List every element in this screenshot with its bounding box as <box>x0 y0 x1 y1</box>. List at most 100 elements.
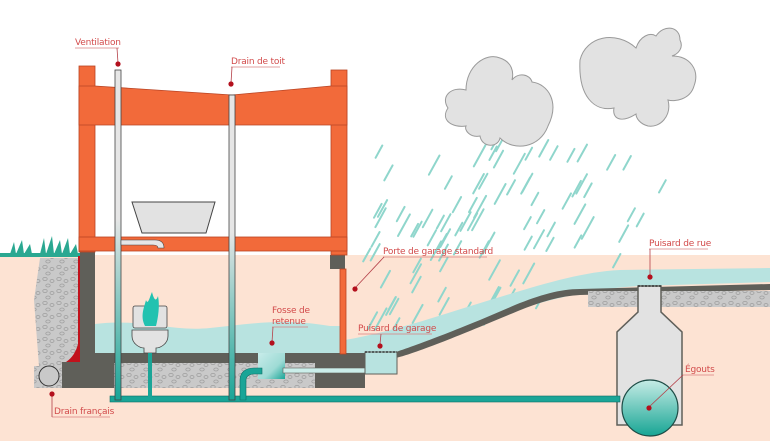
retention-pit <box>258 353 285 379</box>
rain-streak <box>374 144 384 159</box>
rain-streak <box>410 222 420 238</box>
rain-streak <box>435 214 445 230</box>
rain-streak <box>561 192 572 210</box>
rain-streak <box>362 247 372 263</box>
rain-streak <box>658 179 667 194</box>
rain-streak <box>452 240 463 256</box>
label-street-sump: Puisard de rue <box>647 239 712 280</box>
rain-streak <box>366 311 379 331</box>
label-ventilation: Ventilation <box>75 38 121 67</box>
svg-text:Fosse de: Fosse de <box>272 306 310 316</box>
footing-right <box>315 362 365 388</box>
rain-streak <box>412 257 422 274</box>
svg-text:Drain français: Drain français <box>54 407 115 417</box>
slab-gravel <box>112 362 317 388</box>
rain-streak <box>443 175 453 190</box>
french-drain-pipe <box>38 365 60 387</box>
rain-streak <box>373 307 388 332</box>
rain-streak <box>612 253 622 269</box>
garage-sump <box>364 351 398 375</box>
footing-left <box>62 362 114 388</box>
rain-streak <box>374 207 387 229</box>
svg-text:Égouts: Égouts <box>685 363 715 375</box>
rain-streak <box>387 296 397 312</box>
rain-streak <box>426 229 437 247</box>
rain-streak <box>533 229 545 250</box>
rain-streak <box>618 224 630 243</box>
rain-streak <box>379 269 391 289</box>
rain-streak <box>472 173 485 195</box>
roof-drain-pipe <box>228 94 236 401</box>
rain-streak <box>383 164 394 182</box>
rain-streak <box>522 262 536 285</box>
rain-streak <box>573 234 583 249</box>
toilet-bowl <box>131 329 169 354</box>
rain-streak <box>459 211 472 232</box>
cloud-left <box>444 56 554 147</box>
rain-streak <box>471 208 485 232</box>
label-roof-drain: Drain de toit <box>228 57 286 87</box>
rain-streak <box>373 202 383 219</box>
rain-streak <box>622 155 632 171</box>
rain-streak <box>481 231 496 255</box>
label-garage-door: Porte de garage standard <box>352 247 493 292</box>
rain-streak <box>576 143 588 163</box>
rain-streak <box>546 221 556 238</box>
toilet-drain <box>148 353 152 399</box>
rain-streak <box>575 173 588 195</box>
ventilation-pipe <box>114 69 122 401</box>
rain-streak <box>468 196 478 214</box>
svg-text:Puisard de rue: Puisard de rue <box>649 239 712 249</box>
rain-streak <box>493 183 507 205</box>
rain-streak <box>438 297 450 316</box>
label-garage-sump: Puisard de garage <box>358 324 437 349</box>
rain-streak <box>369 243 381 262</box>
rain-streak <box>506 179 516 196</box>
rain-streak <box>488 259 501 281</box>
pit-inlet-pipe <box>239 367 263 401</box>
exterior-gravel <box>34 258 80 380</box>
surface-water <box>345 268 770 356</box>
rain-streak <box>472 144 487 168</box>
rain-streak <box>376 199 389 218</box>
rain-streak <box>388 297 400 316</box>
rain-streak <box>512 152 526 175</box>
lateral-pipe <box>109 395 621 403</box>
rain-streak <box>566 147 576 163</box>
street-gravel <box>588 291 770 307</box>
rain-streak <box>545 236 555 252</box>
rain-streak <box>440 213 452 233</box>
rain-streak <box>549 145 559 161</box>
bathtub <box>131 201 216 234</box>
rain-streak <box>573 203 587 225</box>
rain-streak <box>524 146 534 161</box>
bathtub-drain <box>120 239 165 249</box>
label-sewer: Égouts <box>646 363 715 411</box>
svg-text:Porte de garage standard: Porte de garage standard <box>383 247 493 257</box>
rain-streak <box>521 172 534 193</box>
rain-streak <box>626 207 636 223</box>
rain-streak <box>530 191 540 207</box>
rain-streak <box>536 209 546 225</box>
rain-streak <box>523 216 532 231</box>
foundation-wall <box>80 252 95 362</box>
rain-streak <box>412 220 423 238</box>
rain-streak <box>437 286 447 303</box>
label-retention-pit: Fosse de retenue <box>269 306 311 346</box>
rain-streak <box>473 194 488 219</box>
rain-streak <box>409 263 422 285</box>
rain-streak <box>492 149 505 169</box>
rain-streak <box>421 208 434 229</box>
waterproof-membrane <box>66 256 80 362</box>
rain-streak <box>439 256 449 273</box>
svg-text:Drain de toit: Drain de toit <box>231 57 285 67</box>
toilet-overflow-splash <box>142 292 159 326</box>
rain-streak <box>583 182 593 199</box>
rain-streak <box>370 231 381 248</box>
svg-text:retenue: retenue <box>272 317 306 327</box>
rain-streaks <box>362 130 667 336</box>
rain-streak <box>488 145 498 161</box>
grass <box>10 236 78 254</box>
cloud-right <box>579 27 697 127</box>
